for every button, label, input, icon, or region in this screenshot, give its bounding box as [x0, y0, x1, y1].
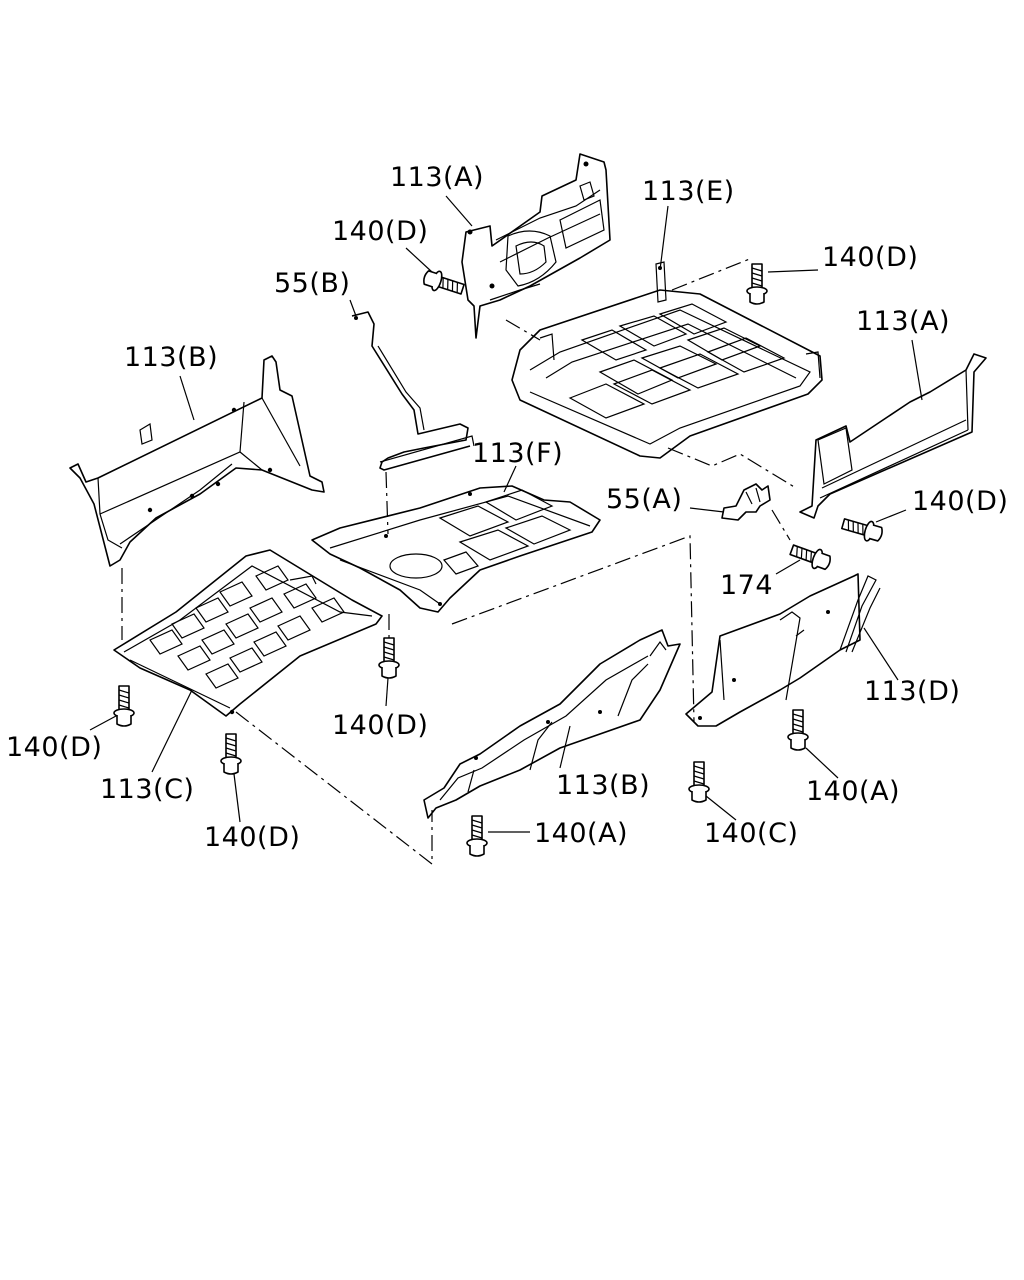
leader-lines — [89, 195, 923, 833]
part-113b-left-bracket — [69, 355, 325, 567]
bolt-140d-mid-right — [839, 513, 886, 546]
bolt-140d-bottom — [220, 733, 242, 775]
label-113a-right: 113(A) — [856, 306, 950, 337]
label-113f: 113(F) — [472, 438, 563, 469]
part-113b-bottom-bracket — [423, 629, 681, 819]
label-140d-left: 140(D) — [6, 732, 102, 763]
label-113e: 113(E) — [642, 176, 735, 207]
label-174: 174 — [720, 570, 773, 601]
label-140d-top: 140(D) — [332, 216, 428, 247]
label-140d-bottom: 140(D) — [204, 822, 300, 853]
assembly-lines — [121, 257, 797, 866]
label-140d-mid-right: 140(D) — [912, 486, 1008, 517]
bolt-140a-bottom — [466, 815, 488, 857]
part-113c-grid-plate — [113, 549, 383, 717]
part-113d-bracket — [685, 573, 881, 727]
label-140a-bottom: 140(A) — [534, 818, 628, 849]
part-55a-bracket — [721, 483, 771, 521]
label-140d-right: 140(D) — [822, 242, 918, 273]
label-113b-left: 113(B) — [124, 342, 218, 373]
label-113c: 113(C) — [100, 774, 194, 805]
part-113a-right-bracket — [799, 353, 987, 519]
part-113f-pan — [311, 485, 601, 613]
label-113d: 113(D) — [864, 676, 960, 707]
label-140d-center: 140(D) — [332, 710, 428, 741]
label-140a-right: 140(A) — [806, 776, 900, 807]
part-113e-tray — [511, 261, 823, 459]
part-55b-rod — [351, 311, 475, 471]
label-113b-bottom: 113(B) — [556, 770, 650, 801]
label-55a: 55(A) — [606, 484, 682, 515]
bolt-140d-left — [113, 685, 135, 727]
callout-labels: 113(A) 140(D) 55(B) 113(E) 140(D) 113(A)… — [6, 162, 1008, 853]
label-140c: 140(C) — [704, 818, 798, 849]
bolt-140d-right — [746, 263, 768, 305]
bolt-140d-top — [420, 266, 467, 300]
label-113a-top: 113(A) — [390, 162, 484, 193]
bolt-140d-center — [378, 637, 400, 679]
part-113a-top-bracket — [461, 153, 611, 339]
label-55b: 55(B) — [274, 268, 350, 299]
bolt-174 — [787, 539, 834, 574]
bolt-140a-right — [787, 709, 809, 751]
